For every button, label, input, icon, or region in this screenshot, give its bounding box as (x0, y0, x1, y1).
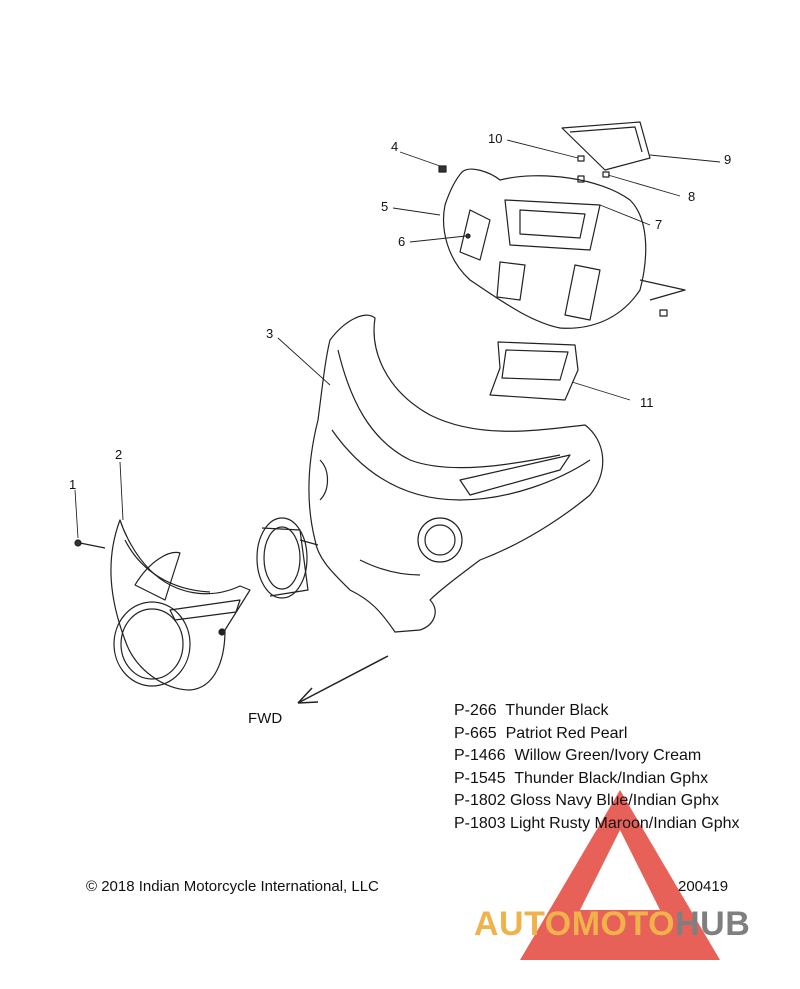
callout-6: 6 (398, 234, 406, 249)
callout-2: 2 (115, 447, 123, 462)
callout-7: 7 (655, 217, 663, 232)
callout-4: 4 (391, 139, 399, 154)
copyright-notice: © 2018 Indian Motorcycle International, … (86, 878, 379, 895)
document-number: 200419 (678, 878, 729, 895)
fwd-arrow (297, 655, 389, 704)
watermark-logo: AUTOMOTOHUB (474, 905, 750, 944)
watermark-hub: HUB (675, 905, 751, 943)
paint-code-row: P-1466 Willow Green/Ivory Cream (454, 747, 702, 764)
paint-code-row: P-266 Thunder Black (454, 702, 609, 719)
paint-code-row: P-1803 Light Rusty Maroon/Indian Gphx (454, 814, 740, 832)
watermark-moto: MOTO (571, 905, 676, 943)
callout-5: 5 (381, 199, 389, 214)
leader-lines (74, 139, 721, 539)
callout-1: 1 (69, 477, 77, 492)
paint-code-row: P-1802 Gloss Navy Blue/Indian Gphx (454, 792, 720, 809)
part-5-inner-fairing (442, 168, 686, 329)
headlight-retaining-ring (256, 517, 319, 599)
part-3-outer-fairing (308, 314, 604, 633)
watermark-triangle (520, 790, 720, 960)
paint-code-row: P-1545 Thunder Black/Indian Gphx (454, 769, 709, 787)
paint-code-list: P-266 Thunder Black P-665 Patriot Red Pe… (454, 700, 740, 835)
fasteners (438, 155, 668, 317)
callout-11: 11 (640, 395, 654, 410)
callout-3: 3 (266, 326, 274, 341)
part-1-screw (74, 539, 106, 549)
fwd-label: FWD (248, 710, 283, 727)
callout-10: 10 (488, 131, 503, 146)
part-9-cover-panel (561, 121, 651, 171)
callout-9: 9 (724, 152, 732, 167)
callout-8: 8 (688, 189, 696, 204)
paint-code-row: P-665 Patriot Red Pearl (454, 724, 628, 742)
part-2-headlight-bezel (110, 519, 251, 691)
part-11-pocket (489, 341, 579, 401)
watermark-auto: AUTO (474, 905, 572, 943)
